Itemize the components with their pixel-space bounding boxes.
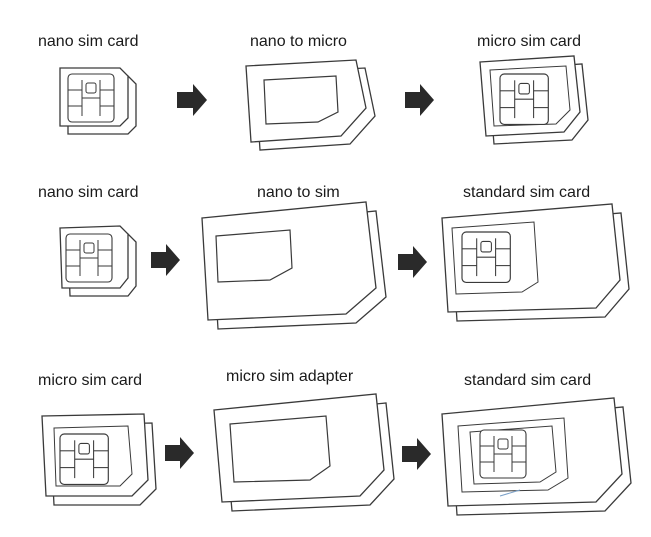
row3-right-chip-icon	[479, 429, 527, 479]
row1-middle-label: nano to micro	[250, 33, 347, 50]
row3-arrow-1-icon	[165, 437, 194, 469]
row3-right-label: standard sim card	[464, 372, 592, 389]
row3-left-label: micro sim card	[38, 372, 143, 389]
row2-arrow-1-icon	[151, 244, 180, 276]
row3-middle-label: micro sim adapter	[226, 368, 354, 385]
row2-middle-label: nano to sim	[257, 184, 340, 201]
row3-arrow-2-icon	[402, 438, 431, 470]
row2-right-label: standard sim card	[463, 184, 591, 201]
row1-arrow-2-icon	[405, 84, 434, 116]
row3-standard-sim-card	[441, 397, 632, 516]
row1-nano-to-micro-adapter	[245, 59, 376, 151]
row1-left-chip-icon	[67, 73, 115, 123]
row1-arrow-1-icon	[177, 84, 207, 116]
row2-arrow-2-icon	[398, 246, 427, 278]
row1-nano-sim-card	[59, 67, 137, 135]
row1-right-chip-icon	[499, 73, 549, 125]
row2-left-label: nano sim card	[38, 184, 139, 201]
row3-left-chip-icon	[59, 433, 109, 485]
row2-nano-sim-card	[59, 225, 137, 297]
row2-standard-sim-card	[441, 203, 630, 322]
row2-nano-to-sim-adapter	[201, 201, 387, 330]
row2-right-chip-icon	[461, 231, 511, 283]
row3-micro-sim-card	[41, 413, 157, 506]
row2-left-chip-icon	[65, 233, 113, 283]
row1-right-label: micro sim card	[477, 33, 582, 50]
row3-micro-sim-adapter	[213, 393, 395, 512]
row1-left-label: nano sim card	[38, 33, 139, 50]
row3-blue-scratch	[499, 489, 521, 497]
row1-micro-sim-card	[479, 55, 589, 145]
